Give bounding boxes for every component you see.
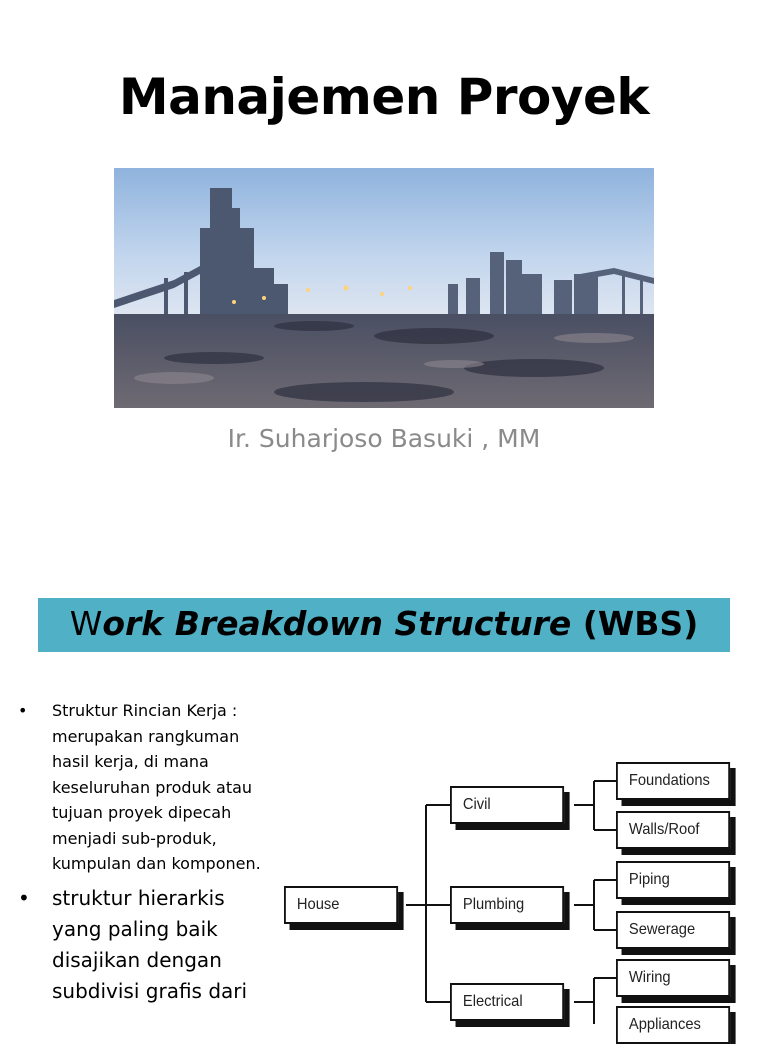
slide-2: Work Breakdown Structure (WBS) • Struktu…	[0, 560, 768, 1044]
wbs-node-plumbing: Plumbing	[450, 886, 565, 924]
wbs-node-foundations: Foundations	[616, 762, 731, 800]
bullet-text: struktur hierarkis yang paling baik disa…	[52, 885, 248, 1003]
wbs-connector-lines	[406, 780, 616, 1024]
wbs-diagram: House Civil Plumbing Electrical Foundati…	[280, 750, 768, 1044]
bullet-text: Struktur Rincian Kerja : merupakan rangk…	[52, 701, 261, 873]
wbs-node-appliances: Appliances	[616, 1006, 731, 1044]
wbs-node-civil: Civil	[450, 786, 565, 824]
bullet-item: • Struktur Rincian Kerja : merupakan ran…	[18, 698, 268, 877]
wbs-node-walls-roof: Walls/Roof	[616, 811, 731, 849]
slide-2-title: Work Breakdown Structure (WBS)	[38, 604, 730, 643]
bullet-dot-icon: •	[18, 885, 30, 910]
bullet-dot-icon: •	[18, 701, 28, 720]
wbs-node-house: House	[284, 886, 399, 924]
slide-title: Manajemen Proyek	[118, 68, 650, 126]
wbs-node-electrical: Electrical	[450, 983, 565, 1021]
title-abbrev: (WBS)	[571, 604, 699, 643]
cement-plant-photo	[114, 168, 654, 408]
wbs-node-sewerage: Sewerage	[616, 911, 731, 949]
title-italic-part: ork Breakdown Structure	[102, 604, 572, 643]
wbs-node-piping: Piping	[616, 861, 731, 899]
bullet-list: • Struktur Rincian Kerja : merupakan ran…	[18, 698, 268, 1007]
bullet-item: • struktur hierarkis yang paling baik di…	[18, 883, 268, 1007]
title-first-letter: W	[69, 604, 103, 643]
wbs-node-wiring: Wiring	[616, 959, 731, 997]
slide-1: Manajemen Proyek	[114, 68, 654, 453]
author-subtitle: Ir. Suharjoso Basuki , MM	[227, 424, 541, 453]
title-banner: Work Breakdown Structure (WBS)	[38, 598, 730, 652]
